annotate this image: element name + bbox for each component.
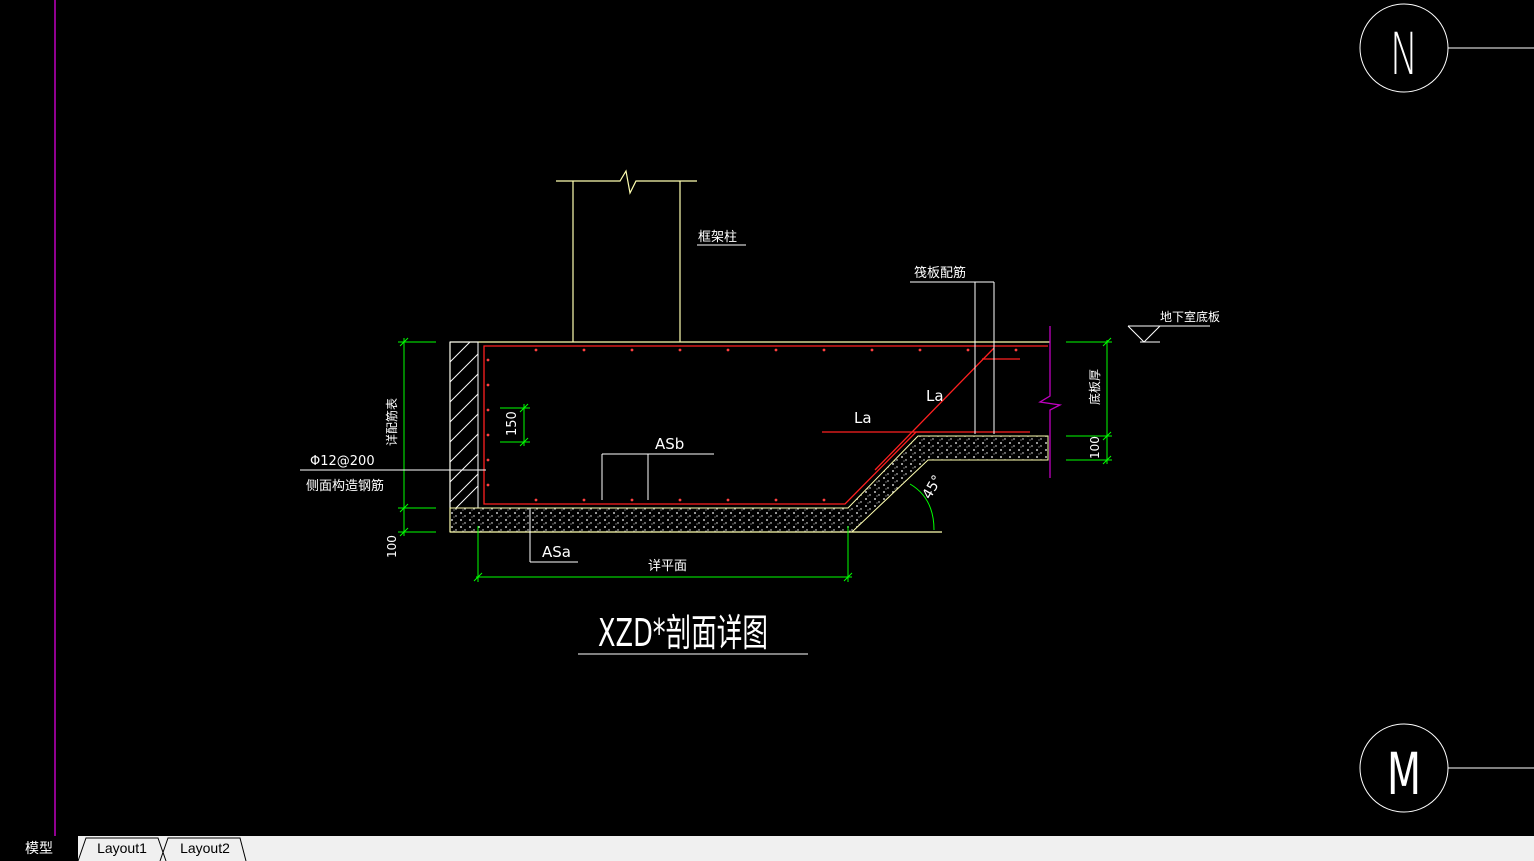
la-lower-label: La xyxy=(854,409,872,427)
drawing-title: XZD*剖面详图 xyxy=(598,611,768,655)
rebar xyxy=(483,345,1048,505)
asa-label: ASa xyxy=(542,543,571,561)
tab-model[interactable]: 模型 xyxy=(0,836,78,861)
asb-leader xyxy=(601,453,714,500)
right-dimension xyxy=(1066,337,1112,465)
grid-bubble-m-label: M xyxy=(1387,740,1421,808)
asb-label: ASb xyxy=(655,435,684,453)
raft-rebar-label: 筏板配筋 xyxy=(914,265,966,281)
slab-thickness-label: 底板厚 xyxy=(1087,369,1102,405)
cad-drawing: N M 框架柱 xyxy=(54,0,1534,836)
basement-floor-label: 地下室底板 xyxy=(1160,309,1220,324)
angle-arc xyxy=(909,483,935,531)
left-dimension xyxy=(398,337,436,537)
dim-100-left: 100 xyxy=(385,535,399,558)
plan-label: 详平面 xyxy=(648,559,687,574)
tab-layout2[interactable]: Layout2 xyxy=(180,840,230,856)
cushion-layer xyxy=(449,435,1049,533)
tab-layout1[interactable]: Layout1 xyxy=(97,840,147,856)
break-line-right xyxy=(1038,326,1063,478)
plan-dimension xyxy=(473,526,853,582)
elevation-marker xyxy=(1127,325,1210,343)
column-label: 框架柱 xyxy=(698,230,737,245)
dim-100-right: 100 xyxy=(1088,436,1102,459)
grid-bubble-m[interactable]: M xyxy=(1359,723,1534,813)
frame-column xyxy=(556,169,697,342)
drawing-canvas[interactable]: N M 框架柱 xyxy=(0,0,1534,836)
la-upper-label: La xyxy=(926,387,944,405)
rebar-spec-label: Φ12@200 xyxy=(310,454,375,469)
grid-bubble-n[interactable]: N xyxy=(1359,3,1534,93)
asa-leader xyxy=(529,508,578,563)
grid-bubble-n-label: N xyxy=(1390,20,1418,88)
detail-height-label: 详配筋表 xyxy=(384,398,399,446)
rebar-dots xyxy=(486,348,1018,502)
dim-150: 150 xyxy=(505,411,520,436)
wall-hatch xyxy=(449,341,479,509)
angle-label: 45° xyxy=(920,472,946,502)
dim-150-lines xyxy=(500,403,530,447)
layout-tab-bar: 模型 Layout1 Layout2 xyxy=(0,836,1534,861)
side-rebar-label: 侧面构造钢筋 xyxy=(306,478,384,494)
raft-rebar-leader xyxy=(910,281,995,434)
